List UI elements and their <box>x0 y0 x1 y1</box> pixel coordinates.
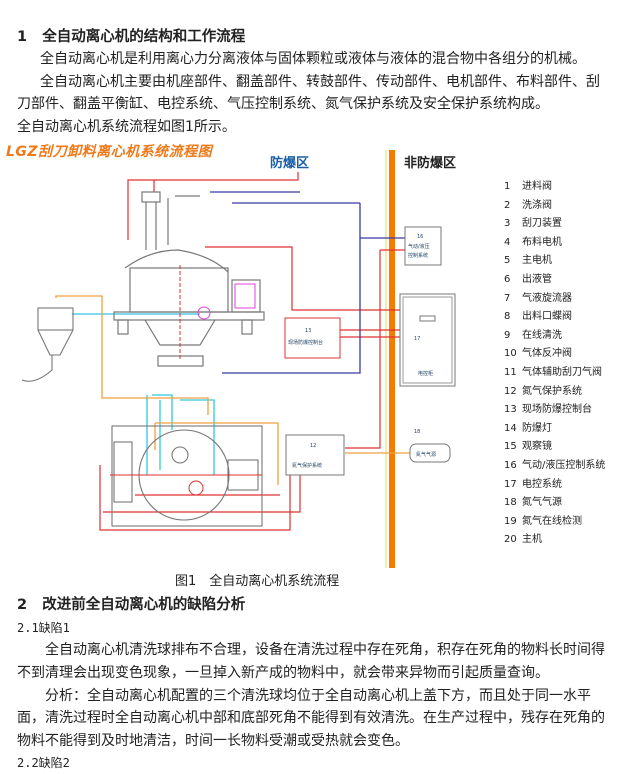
section-number: 1 <box>17 29 28 45</box>
zone-label-explosion-proof: 防爆区 <box>270 156 310 171</box>
paragraph: 全自动离心机清洗球排布不合理，设备在清洗过程中存在死角，积存在死角的物料长时间得 <box>45 642 605 658</box>
cyan-pipes <box>72 313 215 475</box>
svg-text:18: 18 <box>414 429 420 435</box>
nitrogen-protection-box: 12 氮气保护系统 <box>285 434 345 476</box>
svg-text:氮气气源: 氮气气源 <box>416 451 436 458</box>
svg-text:现场防爆控制台: 现场防爆控制台 <box>288 339 323 346</box>
svg-text:控制系统: 控制系统 <box>408 252 428 259</box>
paragraph: 刀部件、翻盖平衡缸、电控系统、气压控制系统、氮气保护系统及安全保护系统构成。 <box>17 96 549 112</box>
subsection-heading: 2.2缺陷2 <box>17 756 70 770</box>
explosion-proof-console-box: 13 现场防爆控制台 <box>284 317 341 359</box>
centrifuge-side-view <box>113 191 265 367</box>
nitrogen-source-tank: 18 氮气气源 <box>409 429 451 463</box>
svg-text:13: 13 <box>305 328 311 334</box>
figure-caption: 图1 全自动离心机系统流程 <box>175 574 340 589</box>
section1-heading: 1 全自动离心机的结构和工作流程 <box>17 26 245 48</box>
paragraph: 不到清理会出现变色现象，一旦掉入新产成的物料中，就会带来异物而引起质量查询。 <box>17 665 549 681</box>
zone-divider <box>389 150 395 568</box>
svg-text:17: 17 <box>414 336 420 342</box>
svg-text:16: 16 <box>417 234 423 240</box>
svg-text:电控柜: 电控柜 <box>418 370 433 377</box>
blue-pipes <box>210 191 405 374</box>
section2-heading: 2 改进前全自动离心机的缺陷分析 <box>17 594 245 616</box>
svg-text:12: 12 <box>310 443 316 449</box>
control-cabinet-box: 17 电控柜 <box>399 293 456 387</box>
zone-label-non-explosion-proof: 非防爆区 <box>404 156 457 171</box>
centrifuge-plan-view <box>111 425 263 527</box>
diagram-title: LGZ刮刀卸料离心机系统流程图 <box>6 144 213 160</box>
section-title: 全自动离心机的结构和工作流程 <box>42 29 246 45</box>
paragraph: 全自动离心机是利用离心力分离液体与固体颗粒或液体与液体的混合物中各组分的机械。 <box>40 51 586 67</box>
motor-icon <box>234 283 256 309</box>
paragraph: 物料不能得到及时地清洁，时间一长物料受潮或受热就会变色。 <box>17 733 409 749</box>
paragraph: 全自动离心机系统流程如图1所示。 <box>17 119 236 135</box>
paragraph: 分析：全自动离心机配置的三个清洗球均位于全自动离心机上盖下方，而且处于同一水平 <box>45 688 591 704</box>
valve-icon <box>197 306 211 320</box>
section-number: 2 <box>17 597 28 613</box>
svg-text:氮气保护系统: 氮气保护系统 <box>292 462 322 469</box>
pneumatic-system-box: 16 气动/液压 控制系统 <box>404 226 442 266</box>
cyclone-separator <box>21 307 74 382</box>
orange-pipes <box>55 295 412 485</box>
paragraph: 面，清洗过程时全自动离心机中部和底部死角不能得到有效清洗。在生产过程中，残存在死… <box>17 710 605 726</box>
subsection-heading: 2.1缺陷1 <box>17 621 70 635</box>
section-title: 改进前全自动离心机的缺陷分析 <box>42 597 246 613</box>
svg-text:气动/液压: 气动/液压 <box>408 243 430 250</box>
paragraph: 全自动离心机主要由机座部件、翻盖部件、转鼓部件、传动部件、电机部件、布料部件、刮 <box>40 74 600 90</box>
